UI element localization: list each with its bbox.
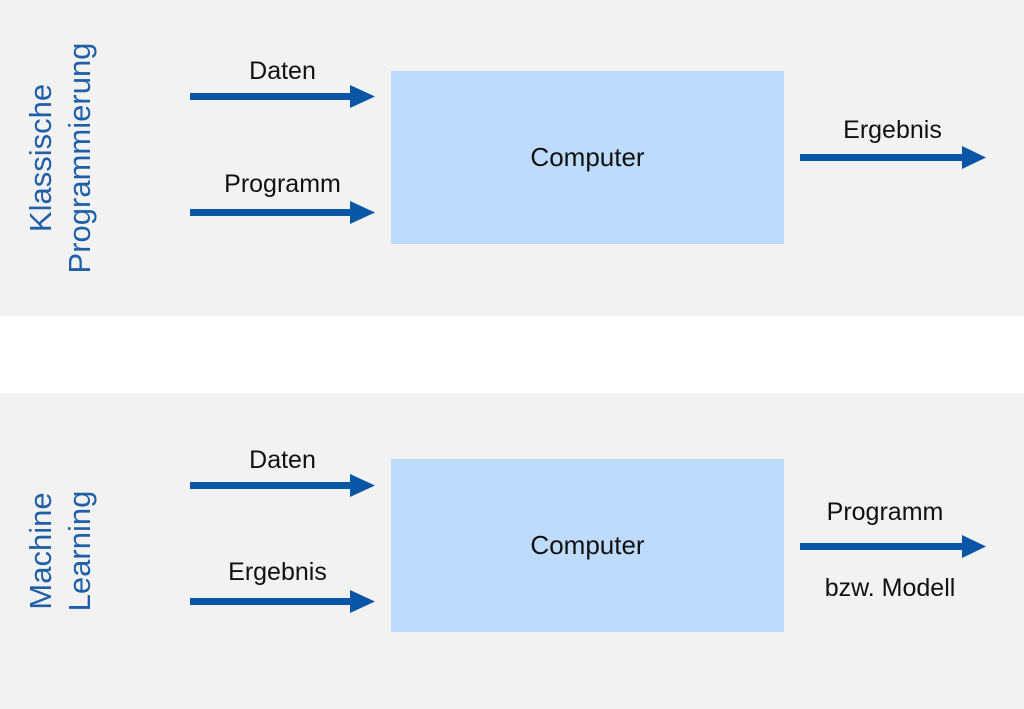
input-arrow-1 (190, 85, 375, 108)
input-arrow-2 (190, 590, 375, 613)
section-title-line1: Klassische (23, 83, 58, 233)
output-label: Programm (826, 498, 944, 526)
output-sublabel: bzw. Modell (824, 574, 956, 602)
input-label-2: Programm (224, 170, 341, 198)
output-arrow (800, 535, 986, 558)
section-title: Machine Learning (21, 401, 99, 701)
input-label-2: Ergebnis (228, 558, 327, 586)
computer-box: Computer (391, 71, 784, 244)
input-label-1: Daten (249, 57, 316, 85)
input-arrow-1 (190, 474, 375, 497)
computer-box: Computer (391, 459, 784, 632)
input-label-1: Daten (249, 446, 316, 474)
input-arrow-2 (190, 201, 375, 224)
section-title-line2: Learning (62, 490, 97, 612)
classic-programming-panel: Klassische Programmierung Daten Programm… (0, 0, 1024, 316)
section-title-line2: Programmierung (62, 42, 97, 274)
section-title-line1: Machine (23, 492, 58, 610)
computer-box-label: Computer (530, 142, 645, 172)
output-arrow (800, 146, 986, 169)
output-label: Ergebnis (843, 116, 942, 144)
section-title: Klassische Programmierung (21, 8, 99, 308)
computer-box-label: Computer (530, 530, 645, 560)
machine-learning-panel: Machine Learning Daten Ergebnis Computer… (0, 393, 1024, 709)
